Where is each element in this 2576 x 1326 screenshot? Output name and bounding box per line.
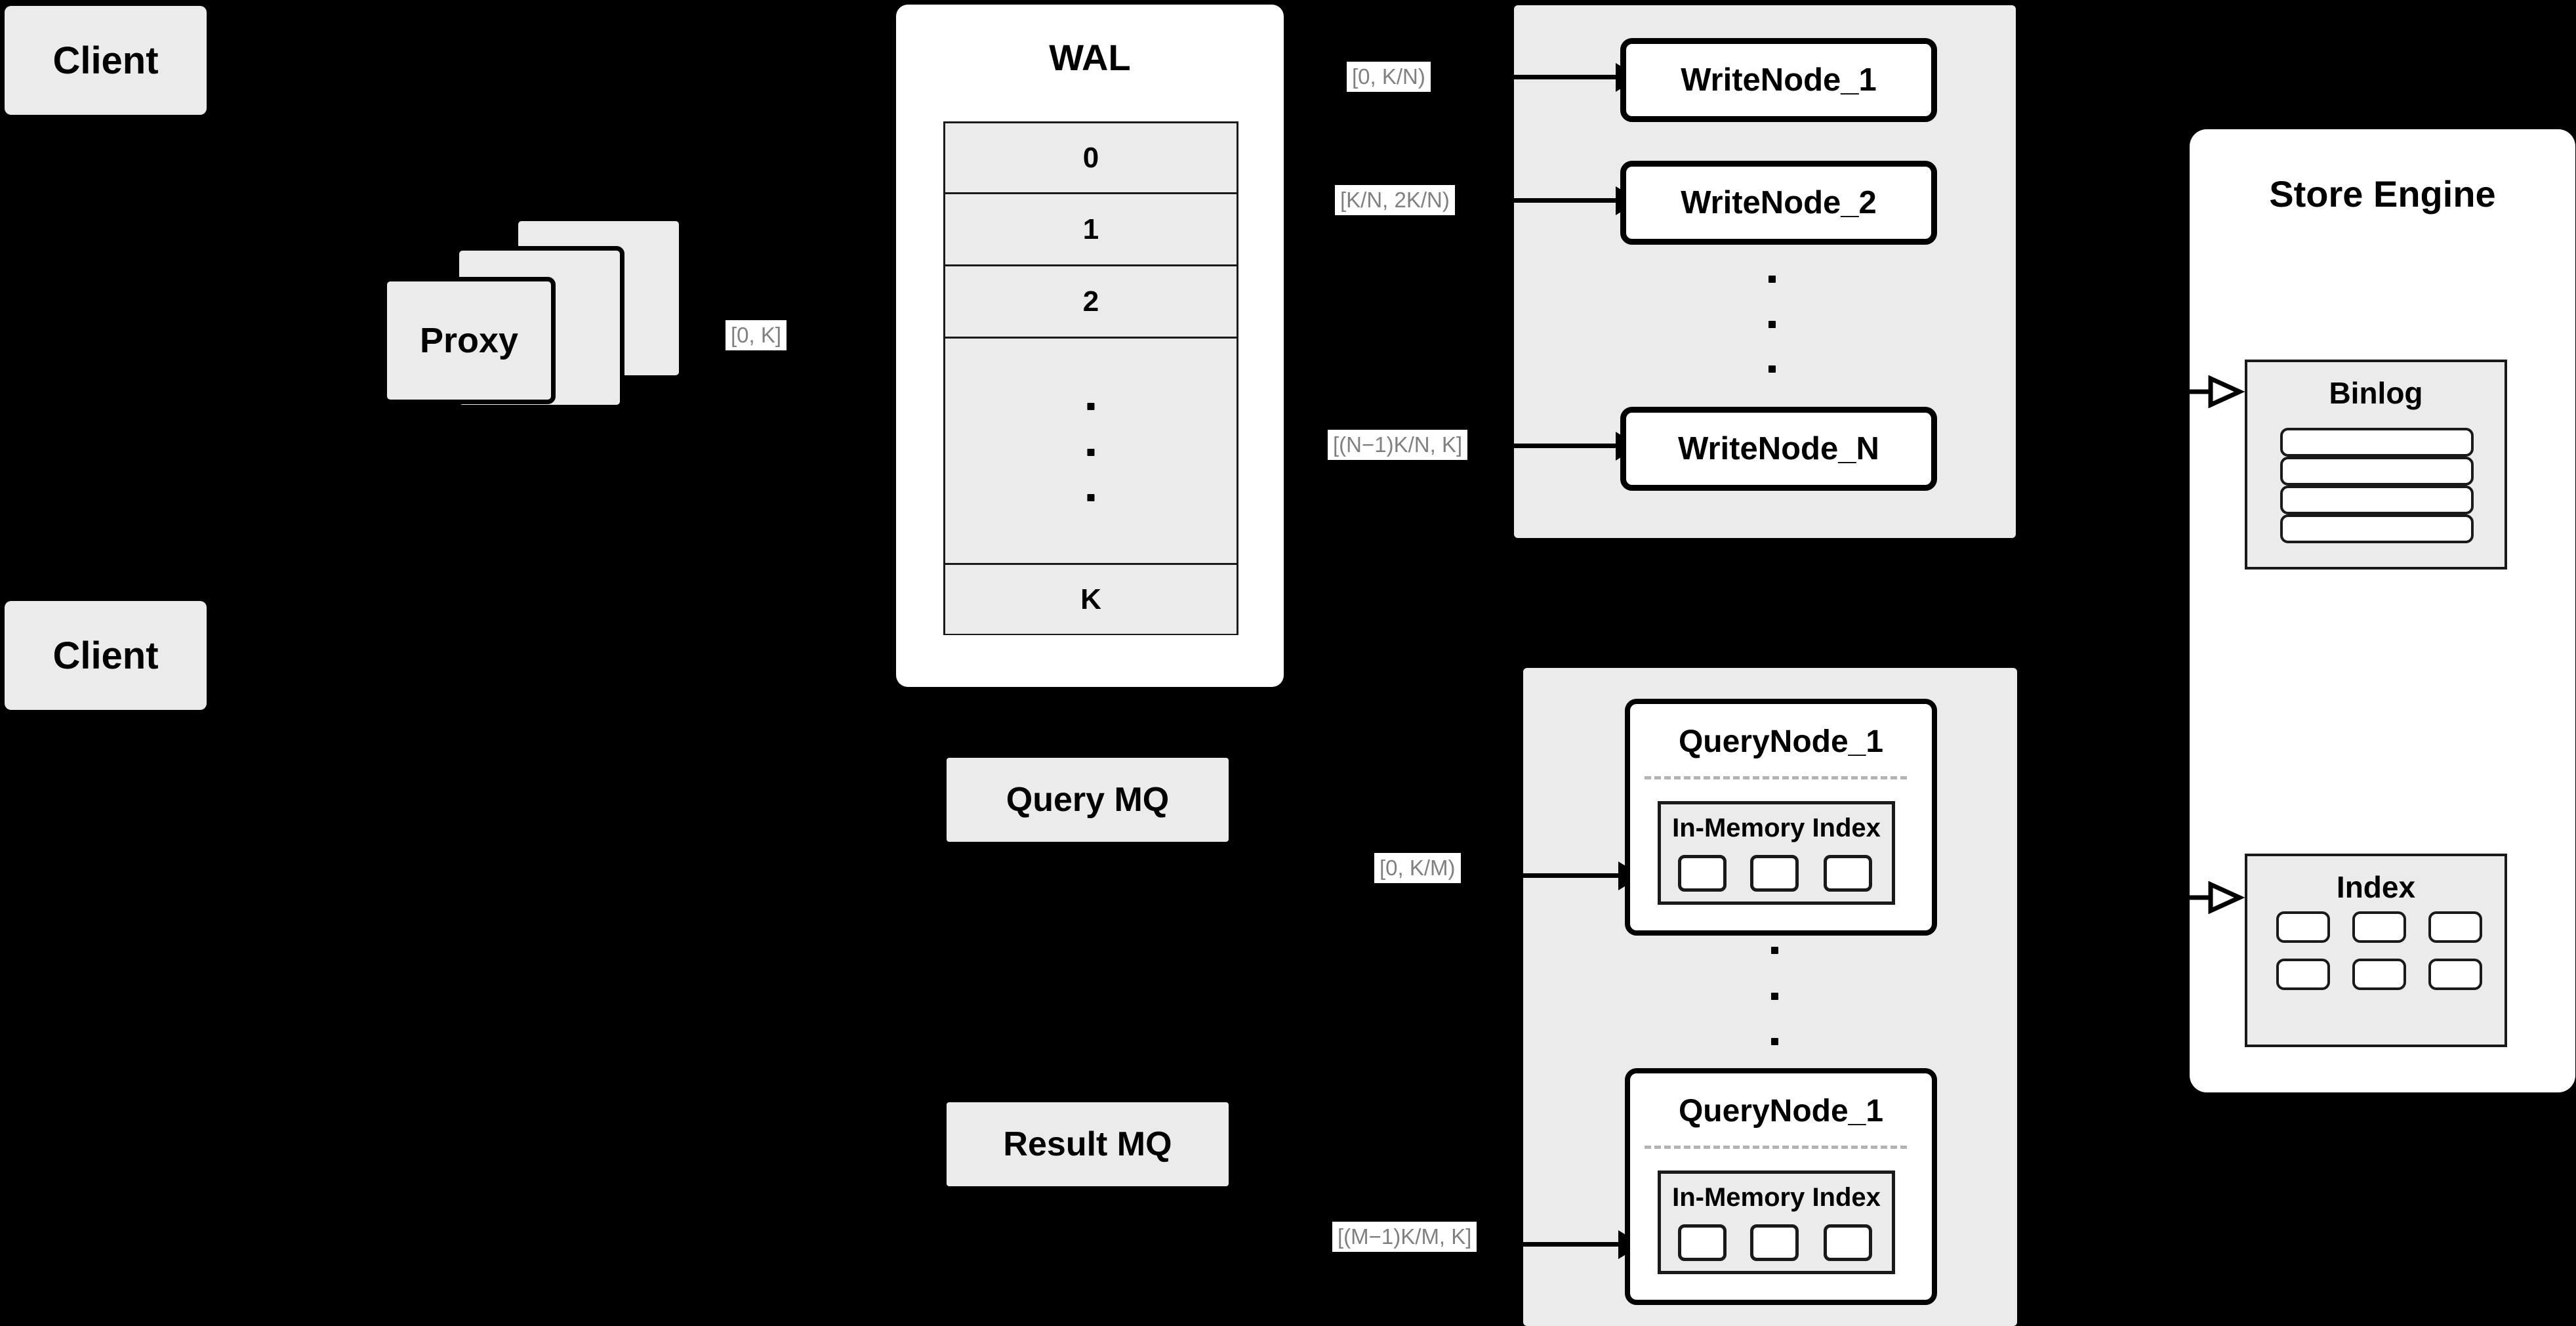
write-node-cluster: WriteNode_1 WriteNode_2 WriteNode_N [1514,5,2016,538]
index-panel: Index [2245,854,2507,1047]
wal-title: WAL [1049,37,1131,78]
query-cluster-ellipsis-icon [1771,947,1778,1045]
write-node-n[interactable]: WriteNode_N [1620,407,1937,491]
edge-label-text: [(M−1)K/M, K] [1338,1224,1472,1249]
edge-label-wal-to-writenode-1: [0, K/N) [1347,62,1431,92]
edge-label-proxy-to-wal: [0, K] [726,320,787,350]
arrow-line-writenode-2 [1514,198,1619,203]
index-title: Index [2336,870,2416,904]
query-node-1-separator [1645,776,1907,779]
write-node-n-label: WriteNode_N [1678,431,1879,466]
edge-label-text: [0, K/N) [1352,64,1425,89]
wal-row-k: K [945,565,1237,634]
index-cell [2276,959,2330,990]
wal-row-label: 2 [1082,285,1099,318]
edge-label-mq-to-querynode-m: [(M−1)K/M, K] [1332,1222,1477,1252]
edge-label-text: [K/N, 2K/N) [1340,188,1450,212]
binlog-panel: Binlog [2245,360,2507,570]
arrow-line-querynode-1 [1523,873,1622,878]
index-slot [1678,1224,1727,1261]
binlog-entry [2280,514,2474,543]
store-engine-box: Store Engine Binlog Index [2184,129,2575,1092]
query-node-cluster: QueryNode_1 In-Memory Index QueryNode_1 … [1523,668,2017,1326]
wal-row-label: 0 [1082,141,1099,174]
query-node-1[interactable]: QueryNode_1 In-Memory Index [1625,699,1937,936]
binlog-entry [2280,428,2474,457]
index-slot [1750,1224,1799,1261]
index-slot [1750,855,1799,892]
index-slot [1824,855,1872,892]
in-memory-index-1: In-Memory Index [1658,801,1895,905]
proxy-label: Proxy [419,321,519,360]
wal-entry-table: 0 1 2 K [943,121,1238,635]
store-engine-title: Store Engine [2269,173,2496,215]
arrow-to-binlog [2184,375,2250,409]
write-cluster-ellipsis-icon [1768,276,1776,373]
binlog-entry [2280,486,2474,514]
open-arrow-icon [2184,881,2245,915]
result-mq-label: Result MQ [1003,1125,1172,1163]
write-node-1-label: WriteNode_1 [1681,62,1877,98]
write-node-2[interactable]: WriteNode_2 [1620,161,1937,245]
index-slot [1678,855,1727,892]
binlog-title: Binlog [2329,376,2423,410]
binlog-entry [2280,457,2474,486]
edge-label-wal-to-writenode-n: [(N−1)K/N, K] [1328,430,1468,460]
client-label-2: Client [52,634,159,677]
result-mq-box[interactable]: Result MQ [947,1102,1229,1186]
wal-row-label: 1 [1082,213,1099,245]
in-memory-index-m-title: In-Memory Index [1672,1183,1881,1212]
arrow-to-index [2184,881,2250,915]
wal-row-0: 0 [945,123,1237,194]
index-cell [2352,911,2406,943]
write-node-2-label: WriteNode_2 [1681,185,1877,220]
in-memory-index-1-title: In-Memory Index [1672,814,1881,842]
arrow-line-querynode-m [1523,1242,1622,1247]
vertical-ellipsis-icon [1087,403,1095,501]
wal-row-label: K [1080,583,1101,615]
index-cell [2276,911,2330,943]
query-node-m[interactable]: QueryNode_1 In-Memory Index [1625,1068,1937,1305]
index-cell [2352,959,2406,990]
client-label-1: Client [52,39,159,82]
client-box-2[interactable]: Client [5,601,207,710]
index-cell [2428,959,2482,990]
arrow-line-writenode-n [1514,444,1619,448]
wal-row-1: 1 [945,194,1237,266]
edge-label-text: [0, K] [731,323,782,347]
edge-label-mq-to-querynode-1: [0, K/M) [1374,853,1461,883]
wal-row-2: 2 [945,266,1237,339]
query-node-m-title: QueryNode_1 [1678,1094,1884,1129]
edge-label-wal-to-writenode-2: [K/N, 2K/N) [1335,185,1455,215]
wal-box: WAL 0 1 2 K [896,5,1284,687]
open-arrow-icon [2184,375,2245,409]
query-mq-label: Query MQ [1006,781,1170,819]
index-cell [2428,911,2482,943]
query-node-m-separator [1645,1146,1907,1149]
proxy-card-front[interactable]: Proxy [382,277,556,404]
query-node-1-title: QueryNode_1 [1678,724,1884,759]
wal-row-ellipsis [945,339,1237,565]
client-box-1[interactable]: Client [5,6,207,115]
write-node-1[interactable]: WriteNode_1 [1620,38,1937,122]
arrow-line-writenode-1 [1514,75,1619,79]
proxy-stack[interactable]: Proxy [382,217,684,433]
index-slot [1824,1224,1872,1261]
edge-label-text: [0, K/M) [1380,856,1456,880]
in-memory-index-m: In-Memory Index [1658,1171,1895,1274]
query-mq-box[interactable]: Query MQ [947,758,1229,842]
edge-label-text: [(N−1)K/N, K] [1333,432,1463,457]
